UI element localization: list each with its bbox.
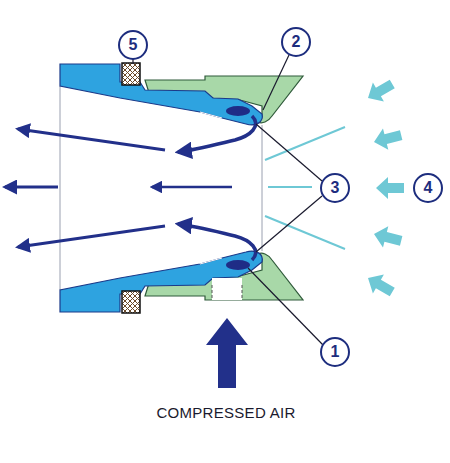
entrained-air-line bbox=[265, 127, 345, 160]
flow-arrow bbox=[178, 116, 256, 152]
entrained-air-line bbox=[268, 186, 312, 188]
compressed-air-arrow bbox=[206, 318, 248, 388]
leader-lines bbox=[133, 55, 323, 345]
pipe-edge bbox=[60, 86, 61, 290]
callout-number: 1 bbox=[320, 337, 350, 367]
pipe-edge bbox=[262, 125, 263, 251]
upper-half bbox=[18, 63, 345, 160]
air-chamber bbox=[226, 106, 250, 116]
seal bbox=[122, 63, 140, 85]
callout-number: 4 bbox=[413, 173, 443, 203]
callout-number: 3 bbox=[320, 173, 350, 203]
callout-number: 2 bbox=[281, 27, 311, 57]
nozzle bbox=[60, 64, 262, 125]
outflow-arrow bbox=[18, 129, 165, 150]
callout-number: 5 bbox=[118, 30, 148, 60]
outflow-arrow bbox=[5, 186, 58, 189]
caption-label: COMPRESSED AIR bbox=[156, 404, 295, 421]
ambient-air-arrows bbox=[363, 74, 405, 301]
flow-arrow bbox=[152, 186, 232, 189]
